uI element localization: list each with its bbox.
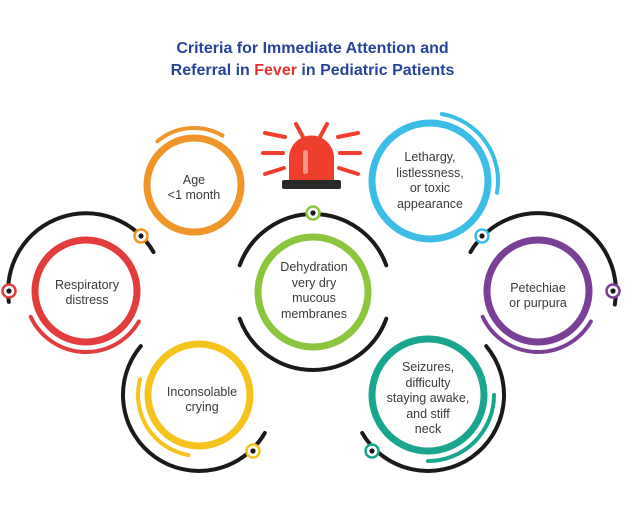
siren-ray: [318, 122, 329, 139]
criterion-lethargy-label: Lethargy, listlessness, or toxic appeara…: [371, 146, 489, 216]
criteria-rings: [28, 112, 593, 463]
connector-dot-center: [369, 448, 375, 454]
criterion-dehydration-line: membranes: [281, 306, 347, 321]
connector-dot-petechiae: [605, 283, 621, 299]
connector-dot-age: [133, 228, 149, 244]
title-line-2-prefix: Referral in: [170, 62, 255, 79]
connector-dot-lethargy: [474, 228, 490, 244]
criterion-petechiae-line: or purpura: [509, 296, 567, 310]
criterion-inconsolable-accent-arc: [136, 377, 191, 458]
siren-base: [282, 180, 341, 189]
criterion-dehydration-line: mucous: [292, 291, 336, 305]
connector-loops: [6, 211, 618, 473]
criterion-dehydration-ring: [254, 233, 372, 351]
criterion-dehydration-line: very dry: [291, 275, 337, 290]
connector-dot-inconsolable: [245, 443, 261, 459]
criterion-seizures-line: Seizures,: [401, 360, 455, 375]
criterion-lethargy-accent-arc: [439, 112, 501, 195]
title-line-1: Criteria for Immediate Attention and: [176, 40, 449, 57]
criterion-seizures-ring: [368, 335, 488, 455]
criterion-dehydration-line: Dehydration: [280, 260, 348, 274]
connector-loop-dehydration-bottom: [237, 316, 389, 373]
criterion-seizures-line: neck: [414, 422, 442, 437]
siren-dome: [289, 135, 334, 180]
criterion-lethargy-line: listlessness,: [396, 165, 464, 180]
criterion-petechiae-accent-arc: [480, 314, 593, 354]
diagram-title: Criteria for Immediate Attention and Ref…: [0, 38, 625, 82]
criterion-respiratory-line: distress: [65, 293, 109, 307]
title-highlight-fever: Fever: [254, 62, 297, 79]
title-line-2-suffix: in Pediatric Patients: [296, 62, 455, 79]
connector-dot-dehydration: [305, 205, 321, 221]
connector-dot-center: [310, 210, 316, 216]
criterion-age-ring: [143, 134, 245, 236]
criterion-seizures-line: and stiff: [406, 406, 450, 421]
criterion-inconsolable-line: crying: [185, 400, 219, 414]
connector-dot-center: [610, 288, 616, 294]
criterion-respiratory-label: Respiratory distress: [37, 265, 137, 321]
criterion-lethargy-ring: [368, 119, 492, 243]
criterion-petechiae-ring: [483, 236, 593, 346]
criterion-seizures-line: staying awake,: [386, 391, 470, 406]
criterion-lethargy-line: Lethargy,: [404, 150, 456, 164]
siren-ray: [263, 131, 287, 139]
connector-loop-petechiae: [468, 211, 618, 307]
criterion-seizures-label: Seizures, difficulty staying awake, and …: [372, 358, 484, 440]
siren-icon: [261, 122, 362, 189]
criterion-age-line: <1 month: [167, 188, 221, 202]
siren-ray: [294, 122, 305, 139]
connector-dot-center: [250, 448, 256, 454]
criterion-seizures-accent-arc: [426, 393, 496, 463]
connector-loop-inconsolable: [121, 344, 267, 473]
connector-loop-seizures: [360, 344, 506, 473]
connector-dot-center: [479, 233, 485, 239]
criterion-inconsolable-label: Inconsolable crying: [150, 372, 254, 428]
criterion-respiratory-line: Respiratory: [55, 277, 119, 292]
criterion-petechiae-line: Petechiae: [510, 280, 566, 295]
connector-dot-center: [138, 233, 144, 239]
siren-shine: [303, 150, 308, 174]
connector-dot-center: [6, 288, 12, 294]
criterion-seizures-line: difficulty: [405, 375, 451, 390]
criterion-lethargy-line: or toxic: [409, 181, 451, 195]
connector-dot-seizures: [364, 443, 380, 459]
criterion-petechiae-label: Petechiae or purpura: [486, 272, 590, 320]
criterion-inconsolable-line: Inconsolable: [166, 384, 238, 399]
criterion-dehydration-label: Dehydration very dry mucous membranes: [262, 255, 366, 327]
criterion-lethargy-line: appearance: [396, 196, 464, 211]
criterion-age-line: Age: [182, 172, 206, 187]
criterion-age-label: Age <1 month: [148, 160, 240, 216]
connector-loop-respiratory: [6, 211, 156, 304]
title-line-2: Referral in Fever in Pediatric Patients: [0, 60, 625, 82]
criterion-respiratory-accent-arc: [28, 314, 141, 354]
connector-dots: [1, 205, 621, 459]
siren-ray: [337, 166, 360, 176]
criterion-respiratory-ring: [31, 236, 141, 346]
siren-ray: [263, 166, 286, 176]
criterion-inconsolable-ring: [144, 340, 254, 450]
siren-ray: [336, 131, 360, 139]
connector-dot-respiratory: [1, 283, 17, 299]
criterion-age-accent-arc: [155, 125, 225, 144]
